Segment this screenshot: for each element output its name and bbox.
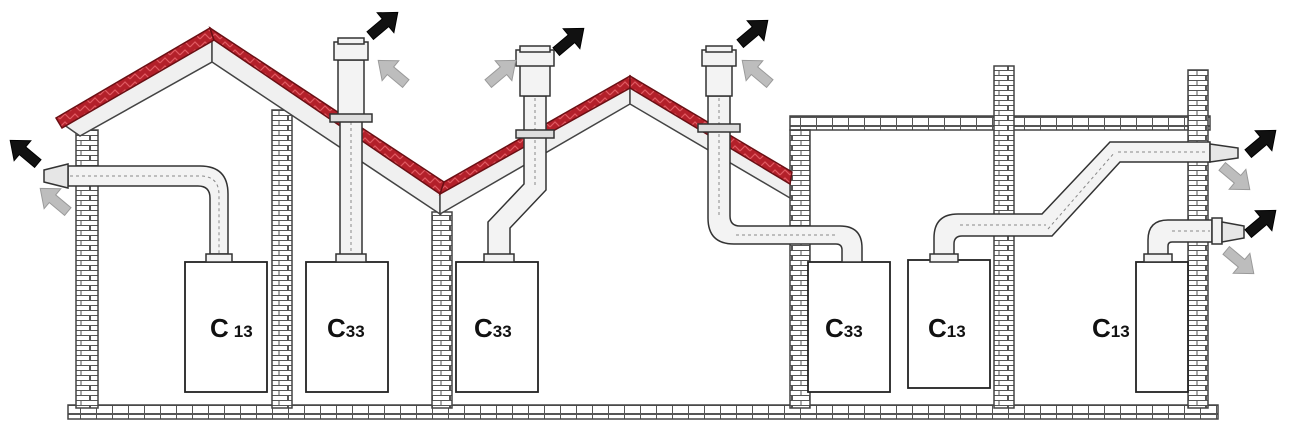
boiler-5 [907, 259, 991, 389]
label-boiler-3: C33 [474, 313, 512, 343]
label-boiler-6: C13 [1092, 313, 1130, 343]
label-boiler-4: C33 [825, 313, 863, 343]
exhaust-arrow-icon-9 [1244, 129, 1277, 159]
pipe-c33-vertical-1 [329, 37, 373, 263]
pipe-c33-cross-wall [697, 45, 863, 263]
pipe-c13-left [43, 163, 233, 263]
flue-pipes [43, 37, 1245, 263]
exhaust-arrow-icon-7 [736, 19, 769, 49]
wall-5 [993, 65, 1015, 409]
wall-3 [431, 211, 453, 409]
wall-4 [789, 129, 811, 409]
boiler-4 [807, 261, 891, 393]
air-intake-arrow-icon-10 [1218, 161, 1251, 191]
pipe-c13-diagonal [929, 141, 1239, 263]
air-intake-arrow-icon-6 [484, 59, 517, 89]
flow-arrows [9, 11, 1277, 275]
boilers [184, 259, 1189, 393]
exhaust-arrow-icon-5 [552, 27, 585, 57]
pipe-c33-angled [483, 45, 555, 263]
wall-2 [271, 109, 293, 409]
air-intake-arrow-icon-4 [377, 59, 410, 89]
air-intake-arrow-icon-8 [741, 59, 774, 89]
exhaust-arrow-icon-11 [1244, 209, 1277, 239]
boiler-6 [1135, 261, 1189, 393]
pipe-c13-right [1143, 217, 1245, 263]
label-boiler-5: C13 [928, 313, 966, 343]
floor-brick [67, 404, 1219, 420]
air-intake-arrow-icon-2 [39, 187, 72, 217]
exhaust-arrow-icon-3 [366, 11, 399, 41]
exhaust-arrow-icon-1 [9, 139, 42, 169]
label-boiler-2: C33 [327, 313, 365, 343]
air-intake-arrow-icon-12 [1222, 245, 1255, 275]
boiler-3 [455, 261, 539, 393]
